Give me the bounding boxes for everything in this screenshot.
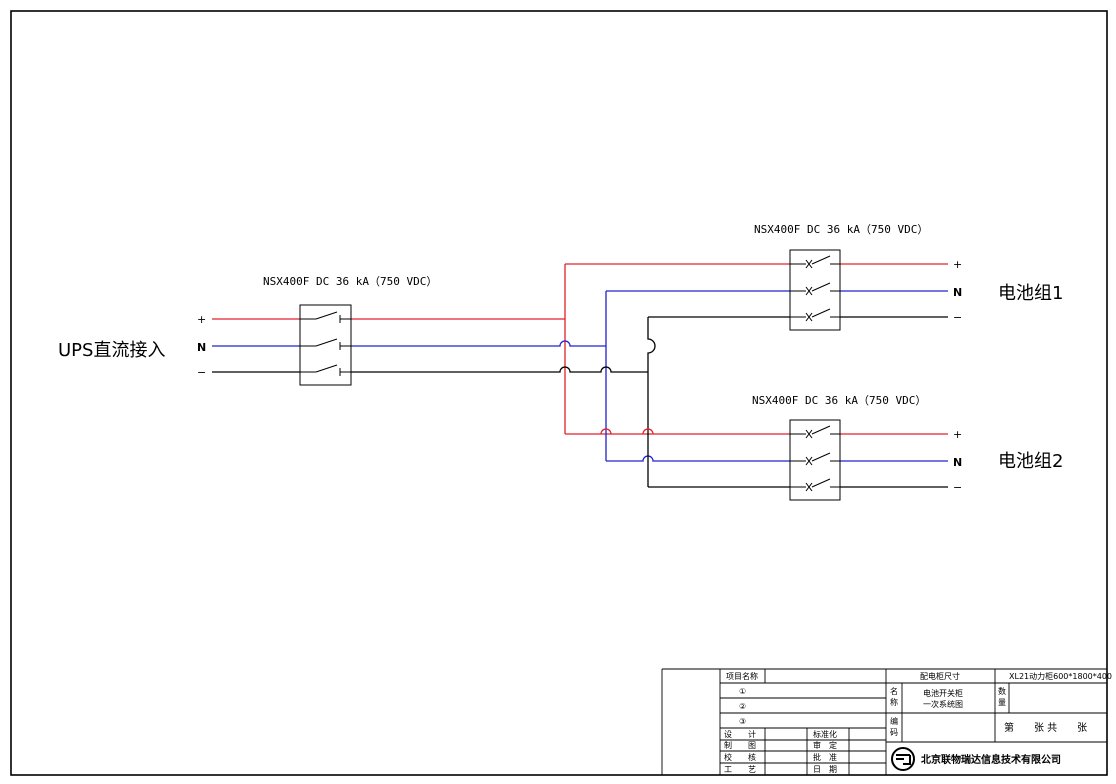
main-breaker xyxy=(299,304,352,386)
project-name-label: 项目名称 xyxy=(726,671,758,681)
quantity-label-2: 量 xyxy=(998,698,1006,707)
bank2-terminal-positive: + xyxy=(953,428,962,441)
role-drafting: 制 图 xyxy=(724,740,756,750)
role-process: 工 艺 xyxy=(724,765,756,774)
name-label-1: 名 xyxy=(890,686,898,696)
wire-crossing-hops xyxy=(600,428,654,435)
role-design: 设 计 xyxy=(724,729,756,739)
code-label-2: 码 xyxy=(890,728,898,737)
role-checking: 校 核 xyxy=(724,752,756,762)
name-label-2: 称 xyxy=(890,697,898,707)
bank2-breaker-label: NSX400F DC 36 kA（750 VDC） xyxy=(752,394,926,407)
role-review: 审 定 xyxy=(813,740,837,750)
role-approval: 批 准 xyxy=(813,752,837,762)
cabinet-size-label: 配电柜尺寸 xyxy=(920,671,960,681)
role-standardization: 标准化 xyxy=(813,729,837,739)
role-date: 日 期 xyxy=(813,765,837,774)
quantity-label-1: 数 xyxy=(998,686,1006,696)
title-block xyxy=(661,668,1107,775)
row-2-label: ② xyxy=(739,702,746,711)
bank2-terminal-negative: − xyxy=(953,481,962,494)
battery-bank-2-label: 电池组2 xyxy=(998,451,1063,472)
code-label-1: 编 xyxy=(890,716,898,726)
main-breaker-label: NSX400F DC 36 kA（750 VDC） xyxy=(263,275,437,288)
ups-input-label: UPS直流接入 xyxy=(58,340,165,361)
bank1-terminal-negative: − xyxy=(953,311,962,324)
company-logo xyxy=(891,747,915,771)
drawing-name-line-1: 电池开关柜 xyxy=(923,688,963,698)
positive-wires xyxy=(212,263,948,435)
input-terminal-negative: − xyxy=(197,366,206,379)
bank1-terminal-positive: + xyxy=(953,258,962,271)
battery-bank-1-label: 电池组1 xyxy=(998,283,1063,304)
neutral-wires xyxy=(212,290,948,462)
bank2-terminal-neutral: N xyxy=(953,456,962,469)
sheet-count: 第 张 共 张 xyxy=(1004,721,1087,734)
bank2-breaker xyxy=(789,419,841,501)
row-1-label: ① xyxy=(739,687,746,696)
drawing-name-line-2: 一次系统图 xyxy=(923,699,963,709)
bank1-breaker xyxy=(789,249,841,331)
cabinet-size-value: XL21动力柜600*1800*400 xyxy=(1009,671,1112,681)
company-name: 北京联物瑞达信息技术有限公司 xyxy=(921,753,1061,766)
bank1-breaker-label: NSX400F DC 36 kA（750 VDC） xyxy=(754,223,928,236)
row-3-label: ③ xyxy=(739,717,746,726)
drawing-frame xyxy=(10,10,1108,776)
bank1-terminal-neutral: N xyxy=(953,286,962,299)
input-terminal-neutral: N xyxy=(197,341,206,354)
input-terminal-positive: + xyxy=(197,313,206,326)
